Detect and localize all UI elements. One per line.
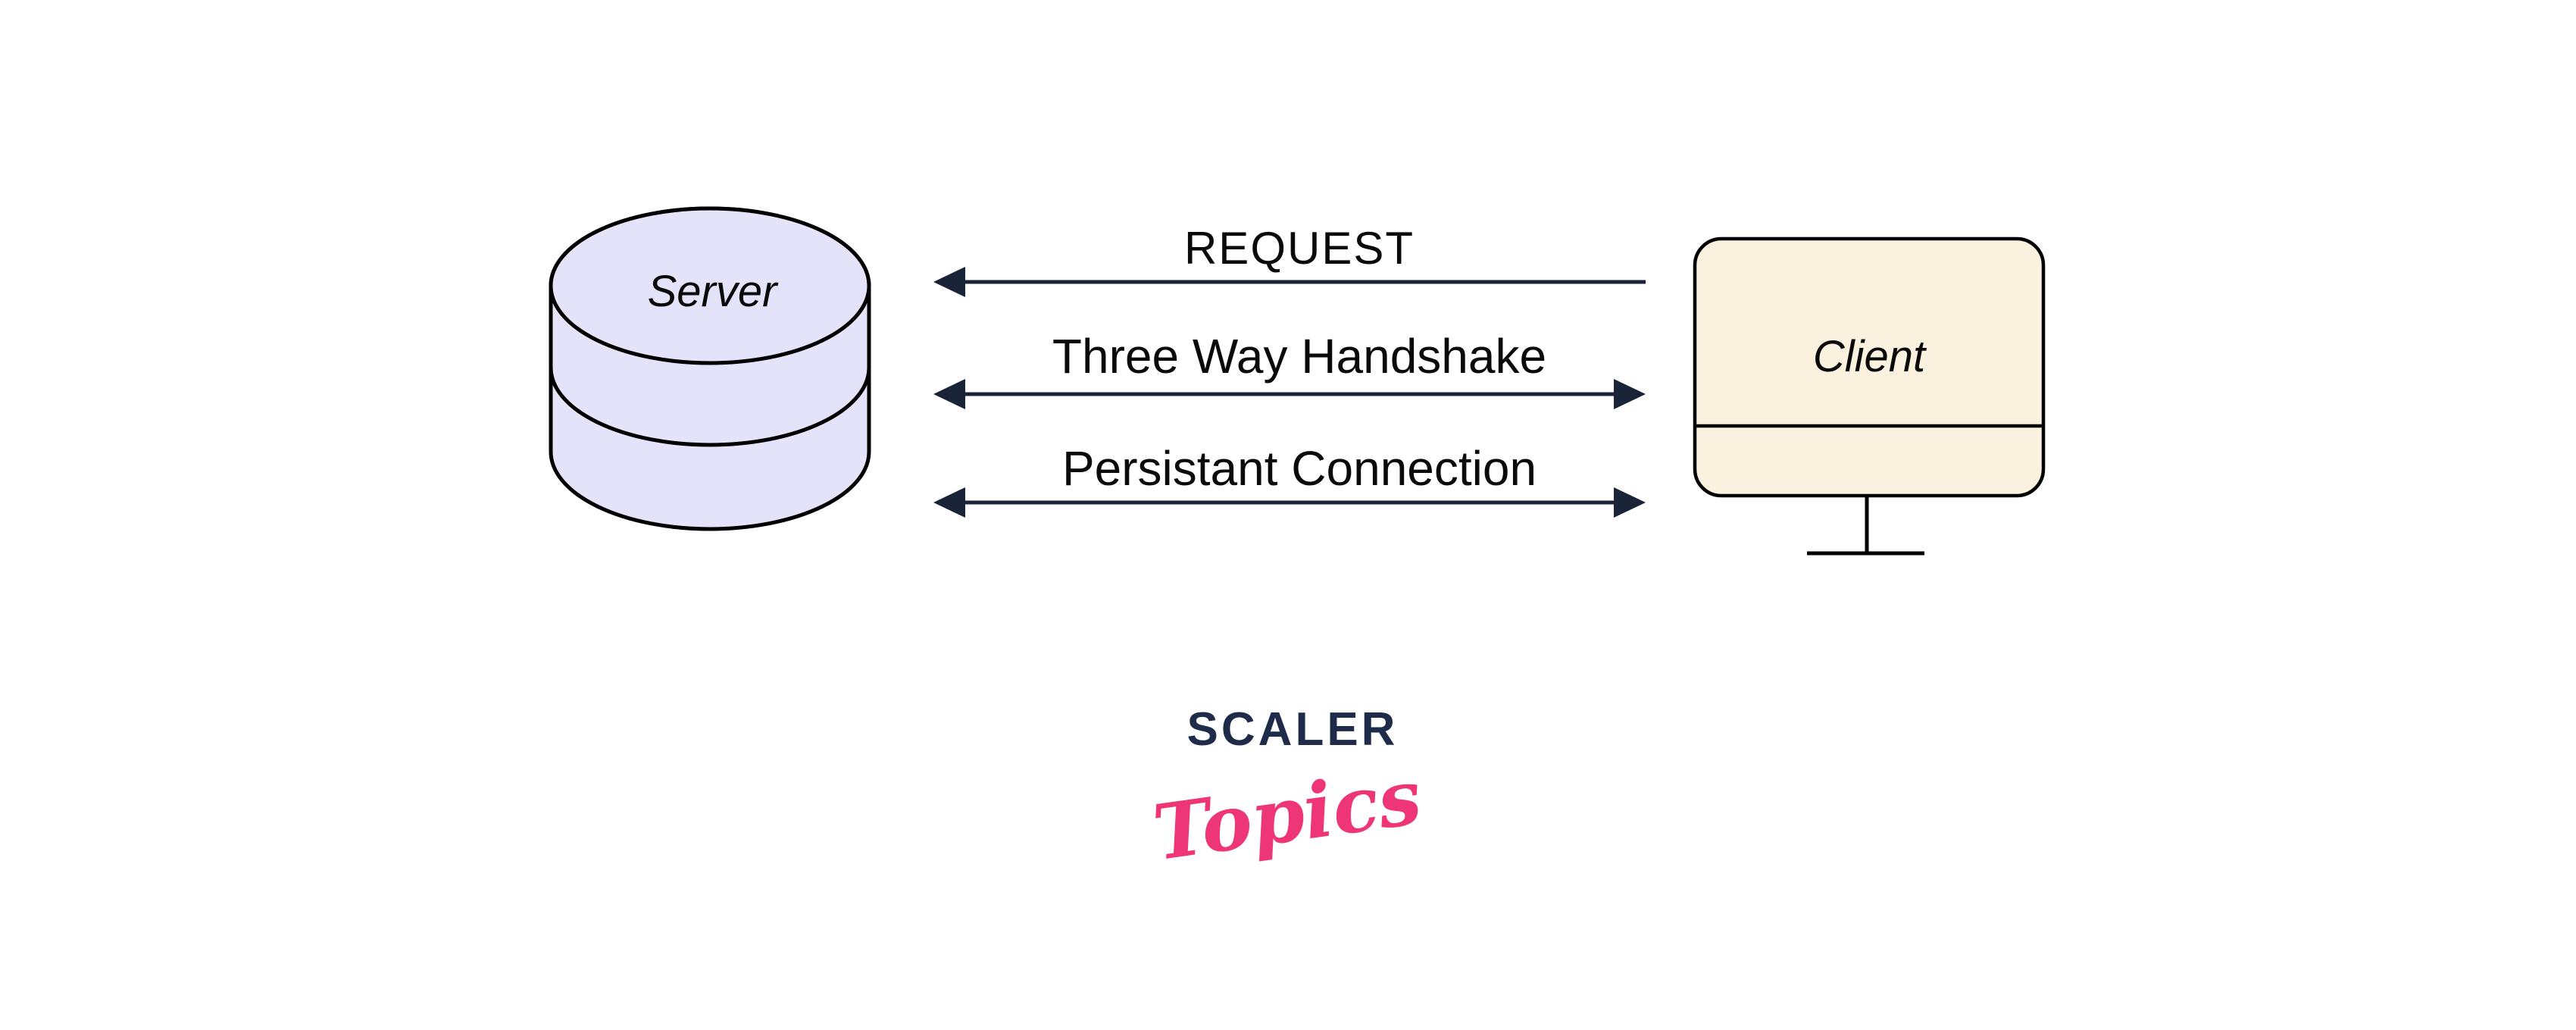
request-arrow-head-left: [933, 267, 965, 297]
client-monitor-icon-screen: [1693, 236, 2046, 498]
request-arrow: REQUEST: [933, 223, 1646, 297]
topics-logo-script: Topics: [1148, 752, 1427, 878]
persistant-connection-head-left: [933, 487, 965, 518]
three-way-handshake-head-right: [1614, 379, 1646, 409]
scaler-topics-logo: SCALER Topics: [1148, 703, 1427, 878]
server-node: Server: [549, 206, 871, 531]
three-way-handshake-arrow: Three Way Handshake: [933, 329, 1646, 409]
three-way-handshake-head-left: [933, 379, 965, 409]
scaler-logo-wordmark: SCALER: [1187, 703, 1399, 756]
persistant-connection-head-right: [1614, 487, 1646, 518]
client-node: Client: [1693, 236, 2046, 556]
server-database-icon-divider-arc: [549, 367, 871, 447]
persistant-connection-arrow: Persistant Connection: [933, 441, 1646, 518]
server-database-icon-top: [549, 206, 871, 365]
request-arrow-label: REQUEST: [1184, 223, 1415, 274]
server-label: Server: [648, 267, 780, 316]
persistant-connection-label: Persistant Connection: [1062, 441, 1537, 496]
client-label: Client: [1813, 332, 1927, 381]
three-way-handshake-label: Three Way Handshake: [1052, 329, 1546, 384]
